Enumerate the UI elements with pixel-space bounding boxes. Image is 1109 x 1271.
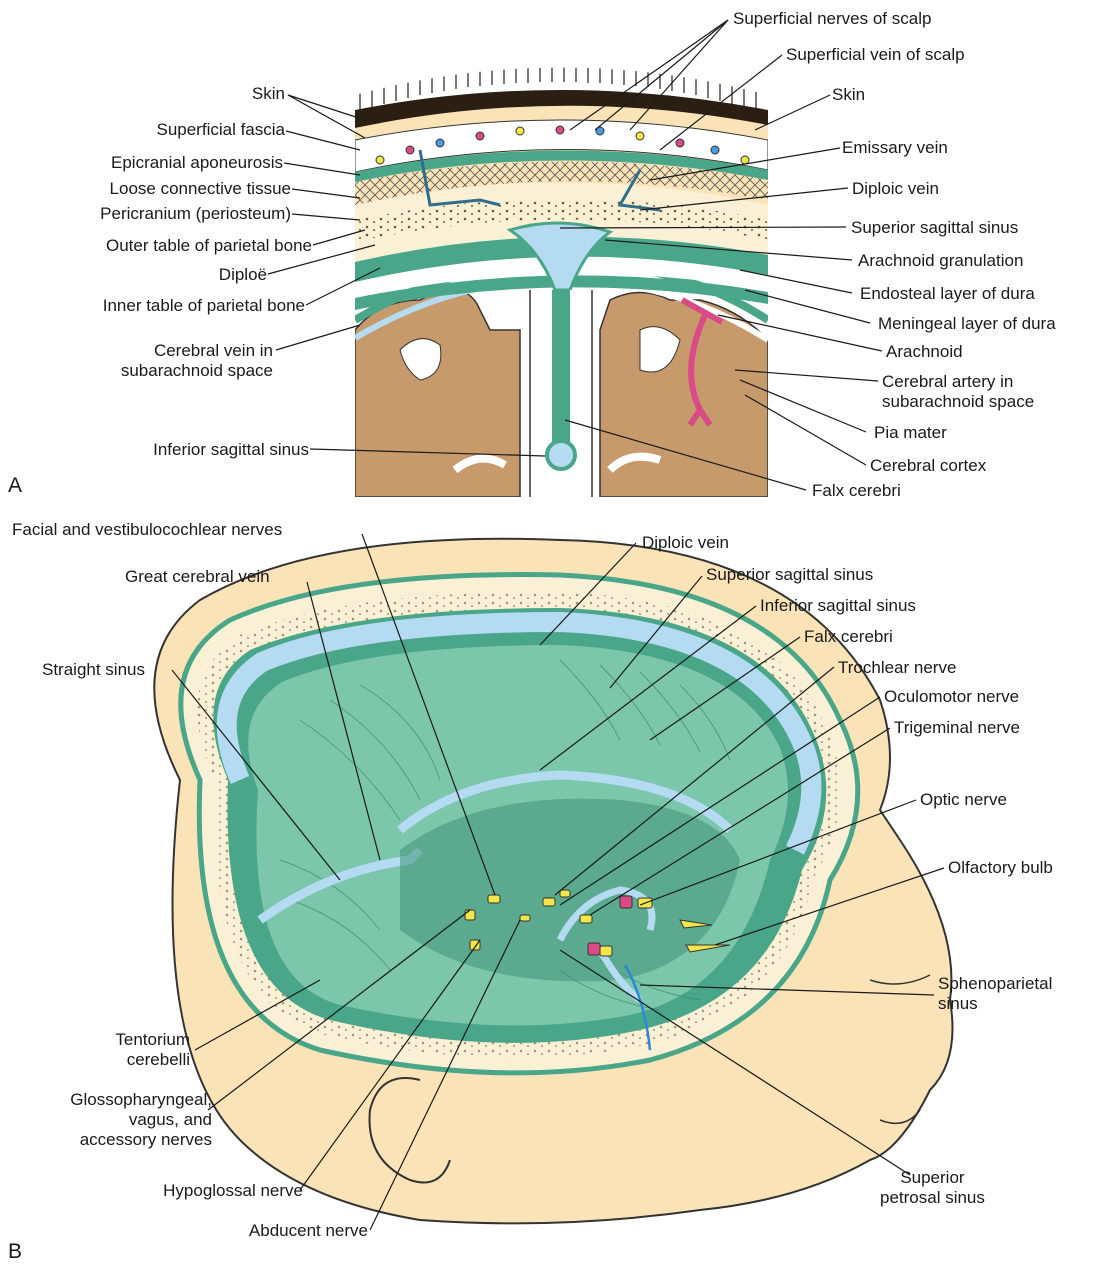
label-inferior-sagittal-sinus-b: Inferior sagittal sinus: [760, 596, 916, 616]
label-meningeal-layer: Meningeal layer of dura: [878, 314, 1056, 334]
label-glossopharyngeal-vagus-accessory: Glossopharyngeal, vagus, and accessory n…: [70, 1090, 212, 1150]
label-cerebral-artery: Cerebral artery in subarachnoid space: [882, 372, 1034, 412]
label-facial-vestibulocochlear: Facial and vestibulocochlear nerves: [12, 520, 282, 540]
label-inferior-sagittal-sinus-a: Inferior sagittal sinus: [153, 440, 309, 460]
label-superficial-fascia: Superficial fascia: [156, 120, 285, 140]
label-superficial-nerves-of-scalp: Superficial nerves of scalp: [733, 9, 931, 29]
label-superior-petrosal-sinus: Superior petrosal sinus: [880, 1168, 985, 1208]
label-inner-table: Inner table of parietal bone: [103, 296, 305, 316]
inferior-sagittal-sinus-shape: [547, 441, 575, 469]
label-cerebral-vein: Cerebral vein in subarachnoid space: [121, 341, 273, 381]
label-optic-nerve: Optic nerve: [920, 790, 1007, 810]
label-great-cerebral-vein: Great cerebral vein: [125, 567, 270, 587]
label-arachnoid-granulation: Arachnoid granulation: [858, 251, 1023, 271]
label-diploic-vein-a: Diploic vein: [852, 179, 939, 199]
label-trochlear-nerve: Trochlear nerve: [838, 658, 956, 678]
label-endosteal-layer: Endosteal layer of dura: [860, 284, 1035, 304]
label-skin-right: Skin: [832, 85, 865, 105]
label-diploe: Diploë: [219, 265, 267, 285]
label-diploic-vein-b: Diploic vein: [642, 533, 729, 553]
label-olfactory-bulb: Olfactory bulb: [948, 858, 1053, 878]
label-emissary-vein: Emissary vein: [842, 138, 948, 158]
label-epicranial-aponeurosis: Epicranial aponeurosis: [111, 153, 283, 173]
label-abducent-nerve: Abducent nerve: [249, 1221, 368, 1241]
label-falx-cerebri-a: Falx cerebri: [812, 481, 901, 501]
label-hypoglossal-nerve: Hypoglossal nerve: [163, 1181, 303, 1201]
label-superficial-vein-of-scalp: Superficial vein of scalp: [786, 45, 965, 65]
label-straight-sinus: Straight sinus: [42, 660, 145, 680]
label-loose-connective-tissue: Loose connective tissue: [110, 179, 291, 199]
label-outer-table: Outer table of parietal bone: [106, 236, 312, 256]
label-falx-cerebri-b: Falx cerebri: [804, 627, 893, 647]
label-pia-mater: Pia mater: [874, 423, 947, 443]
label-superior-sagittal-sinus-b: Superior sagittal sinus: [706, 565, 873, 585]
label-arachnoid: Arachnoid: [886, 342, 963, 362]
panel-a-letter: A: [8, 474, 22, 498]
label-skin-left: Skin: [252, 84, 285, 104]
label-oculomotor-nerve: Oculomotor nerve: [884, 687, 1019, 707]
label-sphenoparietal-sinus: Sphenoparietal sinus: [938, 974, 1052, 1014]
falx-shape: [552, 290, 570, 450]
label-tentorium-cerebelli: Tentorium cerebelli: [115, 1030, 190, 1070]
label-trigeminal-nerve: Trigeminal nerve: [894, 718, 1020, 738]
panel-b-letter: B: [8, 1240, 22, 1264]
label-pericranium: Pericranium (periosteum): [100, 204, 291, 224]
label-cerebral-cortex: Cerebral cortex: [870, 456, 986, 476]
label-superior-sagittal-sinus-a: Superior sagittal sinus: [851, 218, 1018, 238]
panel-a-artwork: [355, 35, 768, 500]
